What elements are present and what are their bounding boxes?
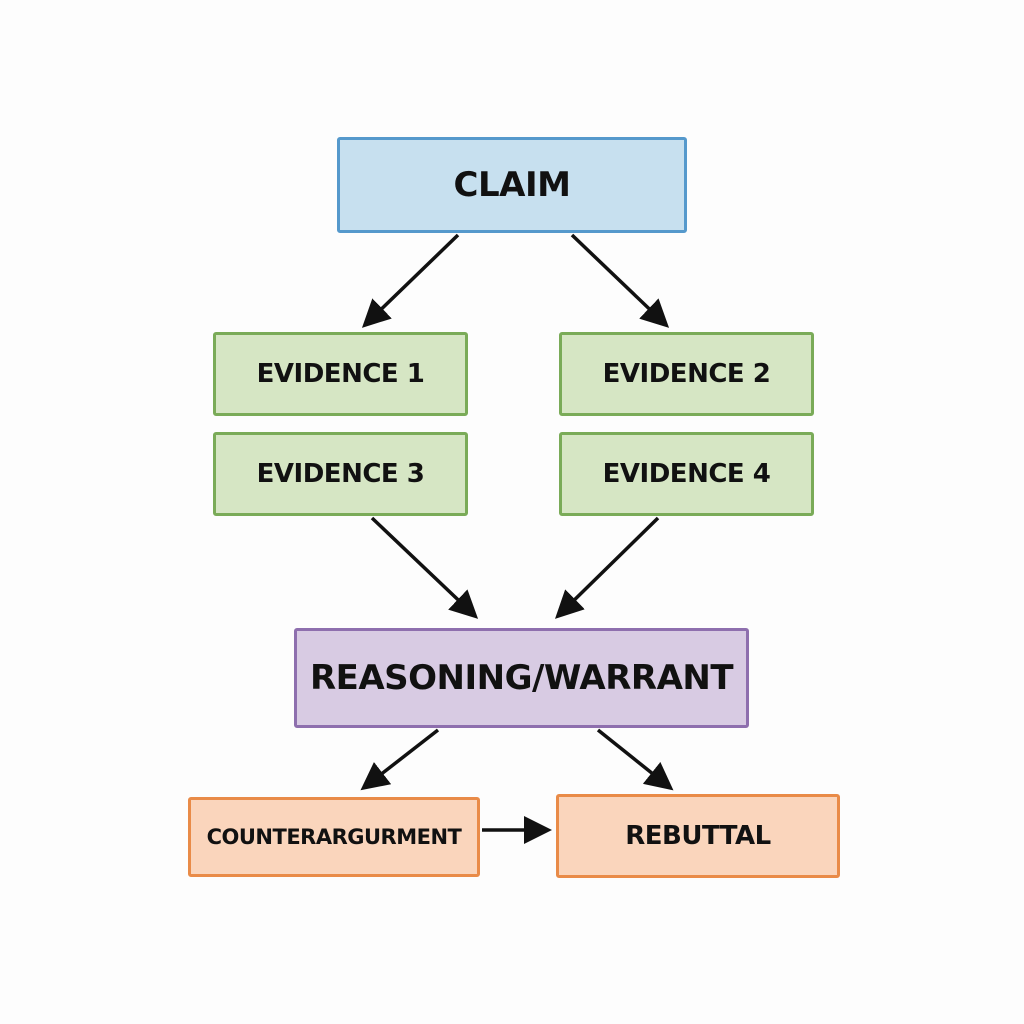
arrow-reasoning-to-rebuttal (596, 728, 674, 791)
claim-node: CLAIM (337, 137, 687, 233)
rebuttal-node: REBUTTAL (556, 794, 840, 878)
arrow-evidence-3-to-reasoning (370, 516, 479, 619)
reasoning-warrant-node: REASONING/WARRANT (294, 628, 749, 728)
arrow-claim-to-evidence-2 (570, 233, 670, 328)
counterargument-node: COUNTERARGURMENT (188, 797, 480, 877)
evidence-2-node: EVIDENCE 2 (559, 332, 814, 416)
evidence-4-node: EVIDENCE 4 (559, 432, 814, 516)
arrow-reasoning-to-counterargument (360, 728, 440, 791)
arrow-evidence-4-to-reasoning (554, 516, 660, 619)
evidence-3-node: EVIDENCE 3 (213, 432, 468, 516)
arrow-claim-to-evidence-1 (361, 233, 460, 328)
evidence-1-node: EVIDENCE 1 (213, 332, 468, 416)
